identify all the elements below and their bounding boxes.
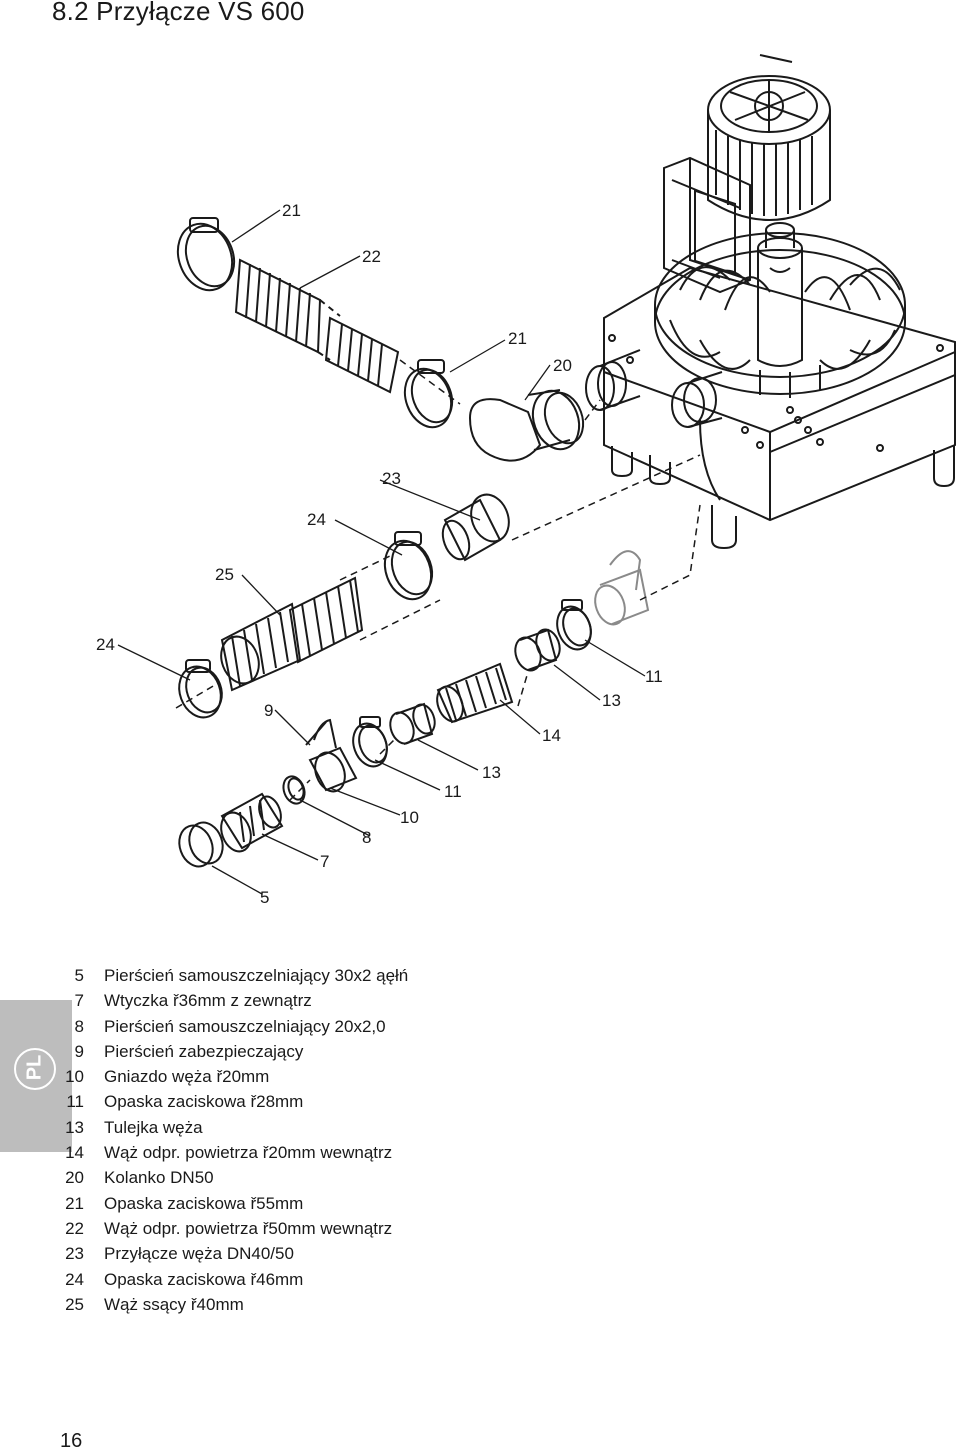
legend-item: 14 Wąż odpr. powietrza ř20mm wewnątrz xyxy=(56,1140,408,1165)
language-tab: PL xyxy=(0,1000,72,1152)
legend-text: Kolanko DN50 xyxy=(104,1168,214,1188)
legend-number: 21 xyxy=(65,1193,84,1213)
legend-number: 7 xyxy=(74,991,84,1011)
electrical-box xyxy=(663,156,751,294)
hose-clamp-11-right xyxy=(556,599,592,651)
legend-number: 24 xyxy=(65,1269,84,1289)
hose-connector-23 xyxy=(441,493,510,562)
hose-clamp-21-lower xyxy=(403,359,454,429)
legend-item: 7 Wtyczka ř36mm z zewnątrz xyxy=(56,988,408,1013)
legend-number: 14 xyxy=(65,1143,84,1163)
legend-text: Wtyczka ř36mm z zewnątrz xyxy=(104,991,312,1011)
legend-number: 23 xyxy=(65,1244,84,1264)
legend-text: Pierścień samouszczelniający 30x2 ąęłń xyxy=(104,966,409,985)
callout-7: 7 xyxy=(320,852,329,871)
page-title: 8.2 Przyłącze VS 600 xyxy=(52,0,305,26)
callout-13-right: 13 xyxy=(602,691,621,710)
legend-number: 20 xyxy=(65,1168,84,1188)
exhaust-hose-14 xyxy=(436,662,514,724)
hose-sleeve-13-left xyxy=(389,702,436,745)
legend-number: 5 xyxy=(74,966,84,985)
legend-number: 22 xyxy=(65,1218,84,1238)
quick-connector xyxy=(594,550,650,626)
callout-5: 5 xyxy=(260,888,269,907)
legend-text: Wąż odpr. powietrza ř20mm wewnątrz xyxy=(104,1143,393,1163)
legend-number: 9 xyxy=(74,1041,84,1061)
language-tab-label: PL xyxy=(23,1054,46,1081)
legend-text: Przyłącze węża DN40/50 xyxy=(104,1244,294,1264)
legend-text: Wąż odpr. powietrza ř50mm wewnątrz xyxy=(104,1218,393,1238)
callout-21-mid: 21 xyxy=(508,329,527,348)
callout-22: 22 xyxy=(362,247,381,266)
legend-item: 23 Przyłącze węża DN40/50 xyxy=(56,1241,408,1266)
hose-22 xyxy=(234,258,400,394)
callout-9: 9 xyxy=(264,701,273,720)
callout-labels: 21 22 21 20 23 24 25 24 11 13 14 9 13 11… xyxy=(96,201,663,907)
legend-item: 5 Pierścień samouszczelniający 30x2 ąęłń xyxy=(56,963,409,988)
assembly-lines xyxy=(175,359,701,801)
callout-10: 10 xyxy=(400,808,419,827)
language-tab-circle xyxy=(14,1048,56,1090)
legend-item: 20 Kolanko DN50 xyxy=(56,1165,408,1190)
callout-11-right: 11 xyxy=(645,667,663,686)
legend-text: Opaska zaciskowa ř46mm xyxy=(104,1269,304,1289)
plug-7 xyxy=(220,792,284,853)
suction-hose-25 xyxy=(220,576,364,692)
callout-23: 23 xyxy=(382,469,401,488)
legend-item: 11 Opaska zaciskowa ř28mm xyxy=(56,1089,408,1114)
exploded-view-drawing: 21 22 21 20 23 24 25 24 11 13 14 9 13 11… xyxy=(96,54,956,907)
legend-text: Wąż ssący ř40mm xyxy=(104,1294,244,1314)
motor-cylinder xyxy=(707,54,831,221)
legend-number: 13 xyxy=(65,1117,84,1137)
legend-text: Pierścień samouszczelniający 20x2,0 xyxy=(104,1016,386,1036)
legend-item: 24 Opaska zaciskowa ř46mm xyxy=(56,1267,408,1292)
legend-number: 10 xyxy=(65,1067,84,1087)
elbow-20 xyxy=(468,389,585,462)
callout-25: 25 xyxy=(215,565,234,584)
legend-text: Tulejka węża xyxy=(104,1117,203,1137)
leader-lines xyxy=(117,209,646,895)
legend-number: 8 xyxy=(74,1016,84,1036)
legend-item: 10 Gniazdo węża ř20mm xyxy=(56,1064,408,1089)
unit-base-box xyxy=(603,266,956,550)
legend-item: 13 Tulejka węża xyxy=(56,1115,408,1140)
callout-14: 14 xyxy=(542,726,561,745)
legend-text: Opaska zaciskowa ř55mm xyxy=(104,1193,304,1213)
legend-number: 11 xyxy=(66,1092,84,1112)
legend-item: 22 Wąż odpr. powietrza ř50mm wewnątrz xyxy=(56,1216,408,1241)
sealing-ring-5 xyxy=(178,821,224,868)
page-number: 16 xyxy=(60,1430,83,1452)
hose-clamp-21-upper xyxy=(176,217,236,292)
hose-socket-10 xyxy=(305,718,358,793)
hose-clamp-24-lower xyxy=(178,659,223,719)
hose-sleeve-13-right xyxy=(514,628,561,672)
callout-13-left: 13 xyxy=(482,763,501,782)
callout-11-left: 11 xyxy=(444,782,462,801)
callout-24-bottom: 24 xyxy=(96,635,115,654)
legend-text: Gniazdo węża ř20mm xyxy=(104,1067,270,1087)
legend-text: Pierścień zabezpieczający xyxy=(104,1041,304,1061)
valve-column xyxy=(757,222,803,367)
legend-number: 25 xyxy=(65,1294,84,1314)
legend-text: Opaska zaciskowa ř28mm xyxy=(104,1092,304,1112)
unit-outlet-ports xyxy=(585,349,723,428)
legend-item: 9 Pierścień zabezpieczający xyxy=(56,1039,408,1064)
legend-item: 21 Opaska zaciskowa ř55mm xyxy=(56,1191,408,1216)
callout-20: 20 xyxy=(553,356,572,375)
turbine-housing xyxy=(654,232,906,398)
legend-item: 25 Wąż ssący ř40mm xyxy=(56,1292,408,1317)
legend-item: 8 Pierścień samouszczelniający 20x2,0 xyxy=(56,1014,408,1039)
hose-clamp-11-left xyxy=(352,716,388,768)
callout-8: 8 xyxy=(362,828,371,847)
callout-21-top: 21 xyxy=(282,201,301,220)
hose-clamp-24-upper xyxy=(383,531,434,601)
callout-24-top: 24 xyxy=(307,510,326,529)
